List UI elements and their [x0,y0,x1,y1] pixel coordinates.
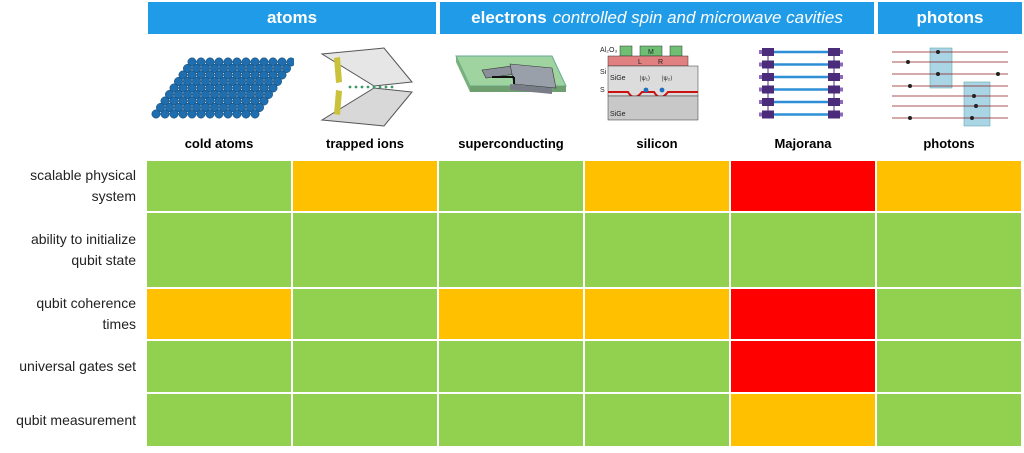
grid-cell [146,393,292,447]
grid-cell [292,393,438,447]
gate-m-label: M [648,49,654,56]
column-label-majorana: Majorana [774,136,832,151]
grid-cell [876,393,1022,447]
group-header-electrons: electrons controlled spin and microwave … [440,2,874,34]
grid-cell [146,288,292,340]
group-header-atoms: atoms [148,2,436,34]
cold-atoms-image [151,57,294,119]
column-label-superconducting: superconducting [458,136,564,151]
row-label-universal-gates-set: universal gates set [19,358,136,374]
column-label-photons: photons [923,136,975,151]
al2o3-label: Al₂O₃ [600,47,617,54]
column-label-cold-atoms: cold atoms [184,136,254,151]
grid-cell [146,340,292,393]
grid-cell [292,288,438,340]
grid-cell [438,212,584,288]
grid-cell [876,212,1022,288]
gate-l-label: L [638,59,642,66]
grid-cell [292,212,438,288]
si-label: Si [600,69,607,76]
grid-cell [876,288,1022,340]
grid-cell [876,160,1022,212]
superconducting-image [455,55,567,94]
grid-cell [584,160,730,212]
grid-cell [292,340,438,393]
group-label: electrons [471,8,547,27]
majorana-image [759,48,843,119]
group-sublabel: controlled spin and microwave cavities [552,8,843,27]
silicon-image: Al₂O₃ M L R Si SiGe |ψ₁⟩ |ψ₂⟩ S SiGe [600,45,699,121]
grid-cell [876,340,1022,393]
grid-cell [730,393,876,447]
psi1-label: |ψ₁⟩ [640,75,650,82]
grid-cell [438,340,584,393]
row-label-scalable-physical-system: scalable physical system [30,167,136,204]
row-label-qubit-measurement: qubit measurement [16,411,136,428]
group-header-photons: photons [878,2,1022,34]
trapped-ions-image [320,47,413,127]
gate-r-label: R [658,59,663,66]
grid-cell [438,288,584,340]
grid-cell [584,288,730,340]
grid-cell [730,340,876,393]
grid-cell [730,160,876,212]
grid-cell [438,160,584,212]
sige-bottom-label: SiGe [610,111,626,118]
photons-image [892,47,1008,127]
grid-cell [146,160,292,212]
grid-cell [584,393,730,447]
grid-cell [584,212,730,288]
column-label-silicon: silicon [636,136,678,151]
row-label-qubit-coherence-times: qubit coherence times [36,295,136,332]
group-label: atoms [266,8,318,27]
s-label: S [600,87,605,94]
grid-cell [292,160,438,212]
grid-cell [730,288,876,340]
psi2-label: |ψ₂⟩ [662,75,673,82]
grid-cell [146,212,292,288]
grid-cell [730,212,876,288]
sige-top-label: SiGe [610,75,626,82]
column-label-trapped-ions: trapped ions [325,136,404,151]
grid-cell [438,393,584,447]
row-label-initialize-qubit-state: ability to initialize qubit state [30,231,136,268]
group-label: photons [916,8,984,27]
grid-cell [584,340,730,393]
